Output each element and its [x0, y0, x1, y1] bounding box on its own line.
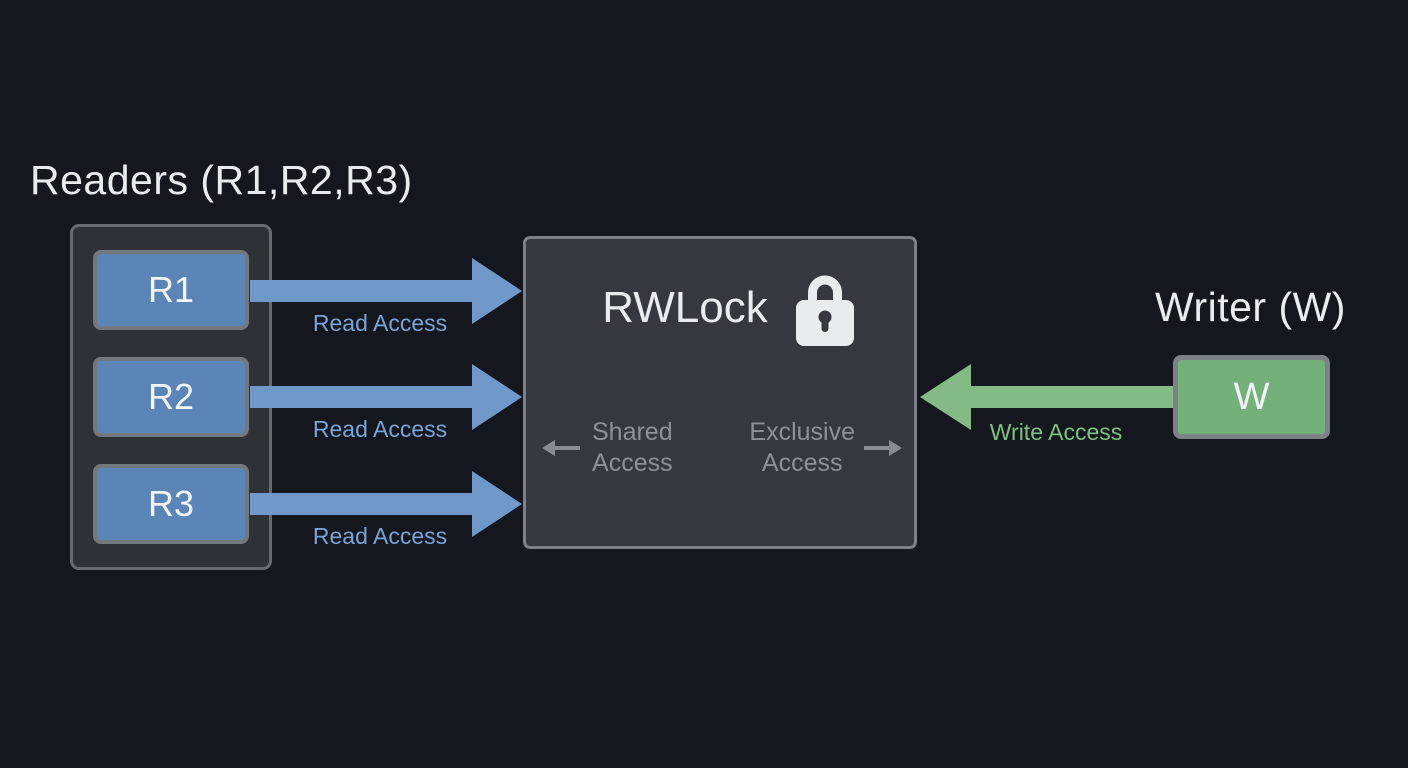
shared-access-left-arrow-icon: [542, 440, 580, 456]
exclusive-access-label: Exclusive Access: [749, 418, 855, 477]
readers-title: Readers (R1,R2,R3): [30, 157, 413, 203]
shared-access-label: Shared Access: [592, 418, 673, 477]
writer-box-label: W: [1233, 375, 1270, 418]
lock-icon: [795, 275, 854, 346]
reader-box-r2: R2: [93, 357, 249, 437]
shared-access-group: Shared Access: [542, 417, 673, 479]
read-access-arrow-r2-icon: [250, 364, 522, 430]
write-access-label: Write Access: [989, 419, 1123, 445]
read-access-label-r1: Read Access: [312, 310, 448, 336]
write-access-arrow-icon: [920, 364, 1173, 430]
read-access-arrow-r3-icon: [250, 471, 522, 537]
rwlock-title: RWLock: [602, 283, 768, 332]
reader-box-r1-label: R1: [147, 269, 195, 310]
readers-group-box: R1 R2 R3: [70, 224, 272, 570]
writer-box: W: [1173, 355, 1330, 439]
read-access-label-r2: Read Access: [312, 416, 448, 442]
exclusive-access-group: Exclusive Access: [749, 417, 902, 479]
reader-box-r1: R1: [93, 250, 249, 330]
writer-title: Writer (W): [1155, 284, 1346, 330]
exclusive-access-right-arrow-icon: [864, 440, 902, 456]
rwlock-box: RWLock Shared Access Exclusive Access: [523, 236, 917, 549]
reader-box-r2-label: R2: [147, 376, 195, 417]
rwlock-title-row: RWLock: [534, 269, 922, 347]
read-access-arrow-r1-icon: [250, 258, 522, 324]
read-access-label-r3: Read Access: [312, 523, 448, 549]
reader-box-r3-label: R3: [147, 483, 195, 524]
reader-box-r3: R3: [93, 464, 249, 544]
